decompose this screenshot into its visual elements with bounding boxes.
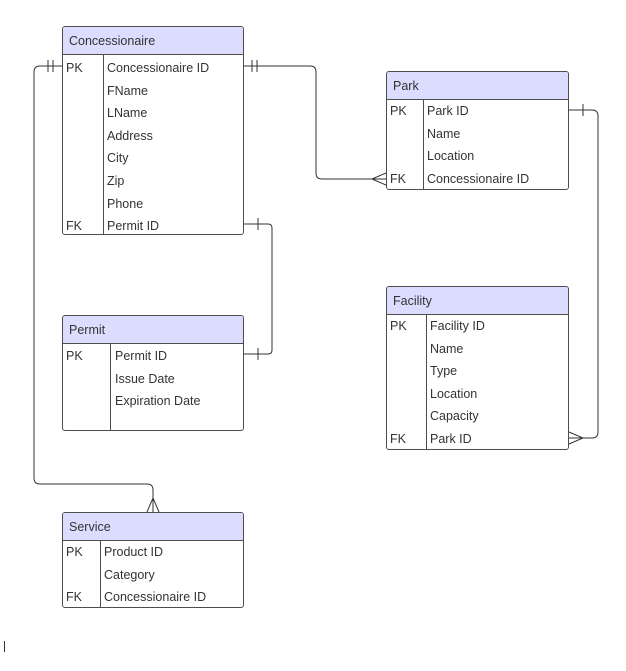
table-row: PK Park ID <box>387 100 568 123</box>
field-label: Park ID <box>427 104 469 118</box>
entity-title: Permit <box>63 316 243 344</box>
field-label: Name <box>430 341 464 356</box>
table-row: FName <box>63 80 243 103</box>
crowfoot-service <box>146 496 160 513</box>
table-row: PK Product ID <box>63 541 243 564</box>
key-label: PK <box>66 61 83 75</box>
entity-title: Service <box>63 513 243 541</box>
field-label: Capacity <box>430 409 479 424</box>
table-row: Address <box>63 125 243 148</box>
table-row: Capacity <box>387 405 568 428</box>
table-row: Name <box>387 338 568 361</box>
field-label: City <box>107 151 129 166</box>
table-row <box>63 413 243 430</box>
table-row: Type <box>387 360 568 383</box>
field-label: Concessionaire ID <box>104 590 207 605</box>
field-label: Permit ID <box>107 219 160 234</box>
entity-body: PK Facility ID Name Type Location Capacit… <box>387 315 568 449</box>
table-row: FK Park ID <box>387 428 568 449</box>
field-label: Permit ID <box>115 349 168 363</box>
key-label: FK <box>390 431 406 446</box>
table-row: FK Concessionaire ID <box>387 168 568 189</box>
connector-concessionaire-permit <box>244 223 273 355</box>
field-label: Concessionaire ID <box>427 171 530 186</box>
entity-title: Park <box>387 72 568 100</box>
field-label: Name <box>427 126 461 141</box>
table-row: PK Concessionaire ID <box>63 57 243 80</box>
key-label: PK <box>390 104 407 118</box>
table-row: FK Concessionaire ID <box>63 586 243 607</box>
table-row: Name <box>387 123 568 146</box>
field-label: Phone <box>107 196 144 211</box>
table-row: Issue Date <box>63 368 243 391</box>
connector-concessionaire-park <box>244 65 386 180</box>
field-label: Park ID <box>430 431 472 446</box>
key-column-divider <box>63 55 104 234</box>
table-row: Phone <box>63 193 243 216</box>
field-label: LName <box>107 106 148 121</box>
table-row: Expiration Date <box>63 390 243 413</box>
key-label: PK <box>390 319 407 333</box>
key-label: FK <box>66 590 82 605</box>
field-label: Product ID <box>104 545 164 559</box>
entity-title: Concessionaire <box>63 27 243 55</box>
entity-title: Facility <box>387 287 568 315</box>
field-label: Address <box>107 128 153 143</box>
key-label: PK <box>66 545 83 559</box>
key-column-divider <box>387 100 424 189</box>
entity-permit[interactable]: Permit PK Permit ID Issue Date Expiration… <box>62 315 244 431</box>
field-label: Facility ID <box>430 319 485 333</box>
table-row: Category <box>63 564 243 587</box>
entity-body: PK Permit ID Issue Date Expiration Date <box>63 344 243 430</box>
table-row: PK Facility ID <box>387 315 568 338</box>
key-label: PK <box>66 349 83 363</box>
table-row: Zip <box>63 170 243 193</box>
text-cursor-icon <box>4 641 5 652</box>
connector-park-facility <box>569 109 599 439</box>
field-label: Location <box>430 386 478 401</box>
key-column-divider <box>63 541 101 607</box>
key-column-divider <box>387 315 427 449</box>
field-label: Location <box>427 149 475 164</box>
key-label: FK <box>66 219 82 234</box>
field-label: FName <box>107 83 148 98</box>
field-label: Expiration Date <box>115 394 201 409</box>
field-label: Zip <box>107 173 125 188</box>
entity-body: PK Product ID Category FK Concessionaire I… <box>63 541 243 607</box>
crowfoot-facility <box>568 431 585 445</box>
entity-concessionaire[interactable]: Concessionaire PK Concessionaire ID FName… <box>62 26 244 235</box>
table-row: Location <box>387 383 568 406</box>
table-row: FK Permit ID <box>63 215 243 234</box>
entity-park[interactable]: Park PK Park ID Name Location FK Concessio… <box>386 71 569 190</box>
field-label: Issue Date <box>115 371 175 386</box>
crowfoot-park <box>370 172 387 186</box>
key-label: FK <box>390 171 406 186</box>
entity-body: PK Park ID Name Location FK Concessionaire… <box>387 100 568 189</box>
entity-facility[interactable]: Facility PK Facility ID Name Type Locatio… <box>386 286 569 450</box>
field-label: Type <box>430 364 458 379</box>
key-column-divider <box>63 344 111 430</box>
field-label: Category <box>104 567 155 582</box>
entity-service[interactable]: Service PK Product ID Category FK Concessi… <box>62 512 244 608</box>
field-label: Concessionaire ID <box>107 61 210 75</box>
table-row: City <box>63 147 243 170</box>
table-row: LName <box>63 102 243 125</box>
table-row: PK Permit ID <box>63 345 243 368</box>
connector-concessionaire-service <box>33 65 154 512</box>
table-row: Location <box>387 145 568 168</box>
